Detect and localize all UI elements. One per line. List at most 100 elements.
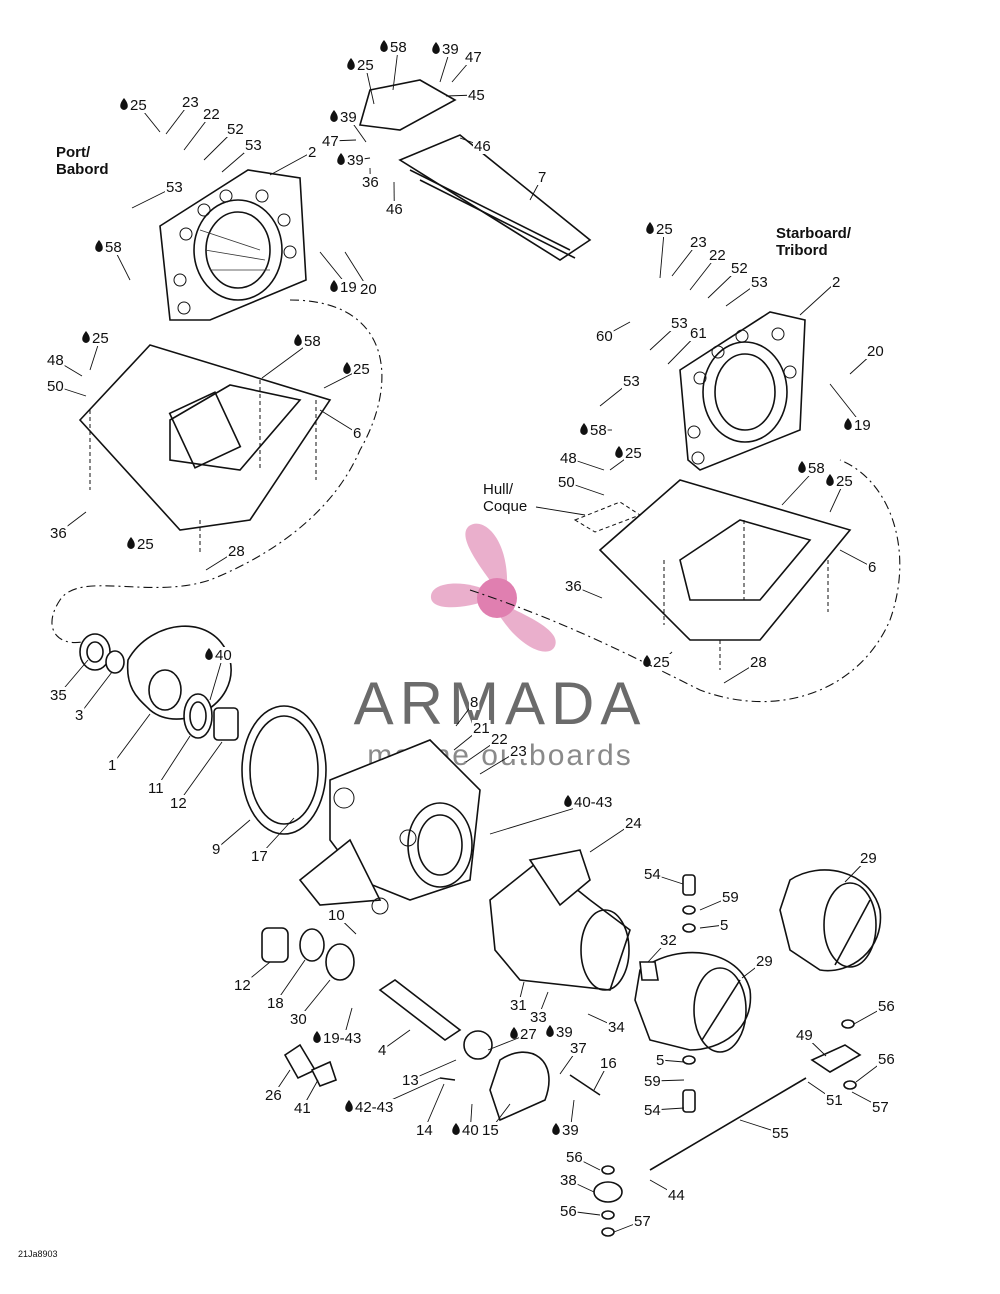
- callout-halo: [589, 422, 608, 438]
- callout-number: 23: [510, 743, 527, 760]
- callout-number: 38: [560, 1172, 577, 1189]
- callout-number: 45: [468, 87, 485, 104]
- callout-number: 25: [92, 330, 109, 347]
- callout-40-43: 40-43: [489, 794, 617, 835]
- callout-39: 39: [330, 109, 367, 143]
- callout-54: 54: [643, 866, 684, 885]
- callout-halo: [643, 866, 662, 882]
- callout-number: 25: [653, 654, 670, 671]
- leader-line: [799, 281, 837, 316]
- region-hull-label: Hull/: [483, 481, 514, 498]
- drop-icon: [82, 331, 90, 343]
- callout-halo: [607, 1019, 626, 1035]
- callout-number: 23: [182, 94, 199, 111]
- callout-halo: [226, 121, 245, 137]
- callout-32: 32: [647, 932, 678, 963]
- callout-number: 7: [538, 169, 546, 186]
- callout-50: 50: [557, 474, 605, 496]
- callout-number: 29: [860, 850, 877, 867]
- callout-20: 20: [344, 251, 378, 298]
- callout-42-43: 42-43: [345, 1077, 441, 1116]
- callout-number: 36: [565, 578, 582, 595]
- callout-halo: [136, 536, 155, 552]
- callout-halo: [441, 41, 460, 57]
- callout-number: 36: [50, 525, 67, 542]
- callout-58: 58: [261, 333, 322, 379]
- callout-halo: [643, 1073, 662, 1089]
- callout-25: 25: [646, 221, 674, 279]
- callout-number: 10: [328, 907, 345, 924]
- callout-number: 5: [656, 1052, 664, 1069]
- callout-halo: [529, 1009, 548, 1025]
- callout-halo: [46, 352, 65, 368]
- callout-40: 40: [452, 1103, 480, 1139]
- callout-22: 22: [183, 106, 221, 151]
- bracket: [358, 79, 592, 261]
- pump-housing: [298, 739, 481, 915]
- callout-halo: [293, 1100, 312, 1116]
- callout-halo: [169, 795, 188, 811]
- callout-59: 59: [699, 889, 740, 911]
- callout-2: 2: [269, 144, 318, 176]
- callout-halo: [561, 1122, 580, 1138]
- venturi: [489, 849, 631, 991]
- leader-line: [215, 819, 251, 850]
- callout-number: 33: [530, 1009, 547, 1026]
- callout-halo: [354, 1099, 398, 1115]
- callout-halo: [250, 848, 269, 864]
- drive-shaft: [261, 927, 493, 1088]
- leader-line: [659, 228, 665, 279]
- callout-29: 29: [844, 850, 878, 883]
- callout-halo: [289, 1011, 308, 1027]
- callout-19: 19: [319, 251, 358, 296]
- callout-halo: [659, 932, 678, 948]
- callout-halo: [831, 274, 842, 290]
- callout-19: 19: [829, 383, 872, 434]
- callout-number: 58: [590, 422, 607, 439]
- callout-halo: [346, 152, 365, 168]
- callout-55: 55: [739, 1119, 790, 1142]
- drop-icon: [552, 1123, 560, 1135]
- callout-25: 25: [609, 445, 643, 471]
- callout-56: 56: [559, 1203, 601, 1220]
- callout-number: 12: [234, 977, 251, 994]
- callout-halo: [537, 169, 548, 185]
- callout-number: 60: [596, 328, 613, 345]
- callout-56: 56: [855, 1051, 896, 1083]
- callout-number: 14: [416, 1122, 433, 1139]
- drop-icon: [546, 1025, 554, 1037]
- callout-number: 39: [340, 109, 357, 126]
- callout-28: 28: [723, 654, 768, 684]
- callout-halo: [795, 1027, 814, 1043]
- callout-halo: [622, 373, 641, 389]
- callout-number: 59: [644, 1073, 661, 1090]
- callout-36: 36: [361, 167, 380, 191]
- callout-14: 14: [415, 1083, 445, 1139]
- callout-26: 26: [264, 1069, 291, 1104]
- callout-halo: [361, 174, 380, 190]
- assembly-outline: [51, 299, 901, 703]
- callout-halo: [49, 687, 68, 703]
- drop-icon: [343, 362, 351, 374]
- callout-57: 57: [851, 1091, 890, 1116]
- callout-25: 25: [643, 651, 673, 671]
- callout-halo: [755, 953, 774, 969]
- callout-halo: [555, 1024, 574, 1040]
- callout-halo: [721, 889, 740, 905]
- callout-46: 46: [459, 137, 492, 155]
- drop-icon: [646, 222, 654, 234]
- callout-halo: [472, 720, 491, 736]
- callout-halo: [385, 201, 404, 217]
- callout-halo: [107, 757, 118, 773]
- drop-icon: [330, 280, 338, 292]
- drop-icon: [432, 42, 440, 54]
- callout-halo: [339, 279, 358, 295]
- callout-halo: [557, 474, 576, 490]
- callout-halo: [74, 707, 85, 723]
- callout-number: 58: [808, 460, 825, 477]
- callout-number: 23: [690, 234, 707, 251]
- callout-29: 29: [741, 953, 774, 979]
- nozzle-upper: [779, 869, 882, 1090]
- callout-number: 3: [75, 707, 83, 724]
- callout-halo: [303, 333, 322, 349]
